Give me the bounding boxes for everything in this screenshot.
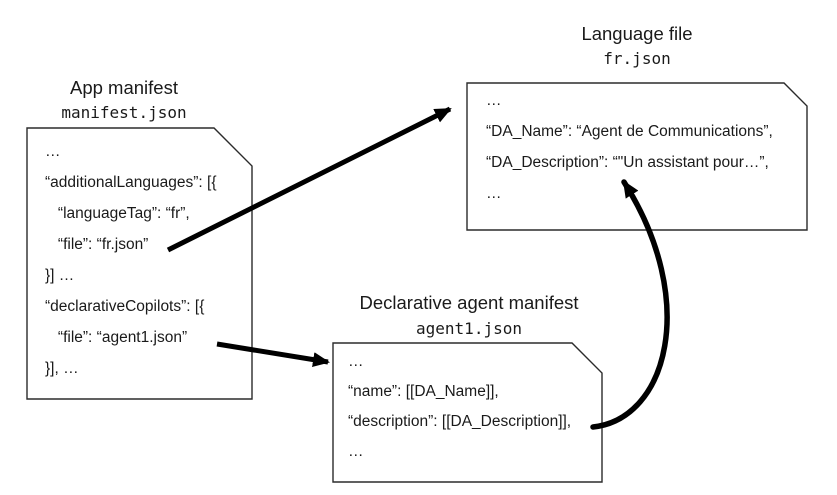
code-line: … [348, 353, 364, 370]
code-line: “file”: “agent1.json” [45, 329, 188, 346]
code-line: “DA_Name”: “Agent de Communications”, [486, 123, 773, 140]
fr-json-reference-arrow [166, 106, 452, 253]
da-description-lookup-arrow [590, 179, 670, 430]
app-manifest-title: App manifest [70, 77, 178, 98]
code-line: “name”: [[DA_Name]], [348, 383, 499, 400]
agent-manifest-content: … “name”: [[DA_Name]], “description”: [[… [348, 347, 593, 467]
code-line: }], … [45, 360, 79, 377]
language-file-title: Language file [581, 23, 693, 44]
agent-json-reference-arrow [216, 341, 330, 368]
agent-manifest-filename: agent1.json [416, 319, 522, 338]
code-line: … [348, 443, 364, 460]
app-manifest-filename: manifest.json [61, 103, 187, 122]
language-file-box [466, 82, 808, 231]
language-file-content: … “DA_Name”: “Agent de Communications”, … [486, 85, 801, 209]
code-line: … [45, 143, 61, 160]
code-line: “description”: [[DA_Description]], [348, 413, 572, 430]
code-line: }] … [45, 267, 75, 284]
code-line: … [486, 92, 502, 109]
code-line: “additionalLanguages”: [{ [45, 174, 217, 191]
code-line: “languageTag”: “fr”, [45, 205, 190, 222]
app-manifest-box [26, 127, 253, 400]
code-line: “DA_Description”: “"Un assistant pour…”, [486, 154, 769, 171]
agent-manifest-title: Declarative agent manifest [359, 292, 579, 313]
code-line: “file”: “fr.json” [45, 236, 149, 253]
app-manifest-content: … “additionalLanguages”: [{ “languageTag… [45, 136, 245, 384]
code-line: … [486, 185, 502, 202]
language-file-filename: fr.json [603, 49, 671, 68]
code-line: “declarativeCopilots”: [{ [45, 298, 205, 315]
